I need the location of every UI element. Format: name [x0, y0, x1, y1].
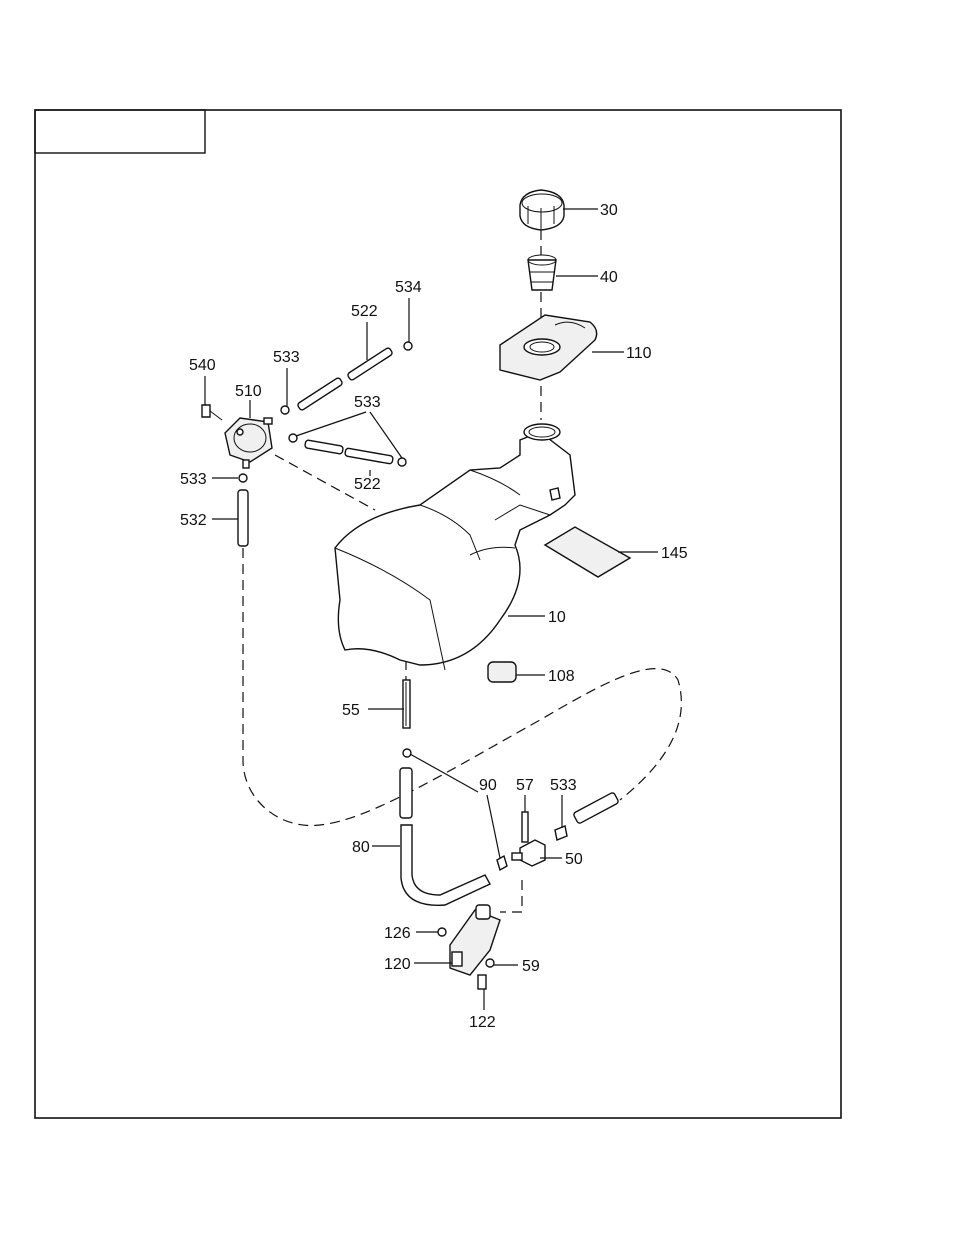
- hose-clip-90-bottom: [496, 854, 508, 872]
- assembly-paths: [242, 230, 682, 913]
- callout-108: 108: [548, 668, 575, 685]
- filler-neck: [499, 314, 598, 381]
- callout-510: 510: [235, 383, 262, 400]
- title-box: [34, 109, 206, 154]
- fuel-filter: [527, 254, 557, 291]
- callout-120: 120: [384, 956, 411, 973]
- hose-clip-90-top: [402, 748, 412, 758]
- callout-10: 10: [548, 609, 566, 626]
- callout-57: 57: [516, 777, 534, 794]
- callout-126: 126: [384, 925, 411, 942]
- strainer: [402, 679, 411, 729]
- callout-522-top: 522: [351, 303, 378, 320]
- tank-pad: [543, 526, 632, 578]
- callout-533-right: 533: [354, 394, 381, 411]
- valve-bracket: [437, 904, 501, 990]
- callout-40: 40: [600, 269, 618, 286]
- callout-533-left: 533: [180, 471, 207, 488]
- fuel-pump: [201, 404, 273, 469]
- fuel-hose-80: [399, 767, 491, 906]
- callout-110: 110: [626, 345, 652, 362]
- fuel-tank: [334, 423, 576, 671]
- diagram-border: [34, 109, 842, 1119]
- callout-522-bottom: 522: [354, 476, 381, 493]
- callout-532: 532: [180, 512, 207, 529]
- callout-50: 50: [565, 851, 583, 868]
- leader-lines: [204, 208, 658, 1010]
- callout-90: 90: [479, 777, 497, 794]
- callout-30: 30: [600, 202, 618, 219]
- callout-59: 59: [522, 958, 540, 975]
- callout-122: 122: [469, 1014, 496, 1031]
- callout-145: 145: [661, 545, 688, 562]
- callout-55: 55: [342, 702, 360, 719]
- callout-540: 540: [189, 357, 216, 374]
- callout-80: 80: [352, 839, 370, 856]
- hose-clips: [238, 341, 413, 483]
- callout-534: 534: [395, 279, 422, 296]
- fuel-cap: [519, 189, 565, 231]
- fuel-hoses: [237, 347, 394, 547]
- callout-533-top: 533: [273, 349, 300, 366]
- callout-533-valve: 533: [550, 777, 577, 794]
- callout-labels: 30 40 110 145 10 108 55 90 80 57 533 50 …: [180, 202, 688, 1031]
- grommet: [487, 661, 517, 683]
